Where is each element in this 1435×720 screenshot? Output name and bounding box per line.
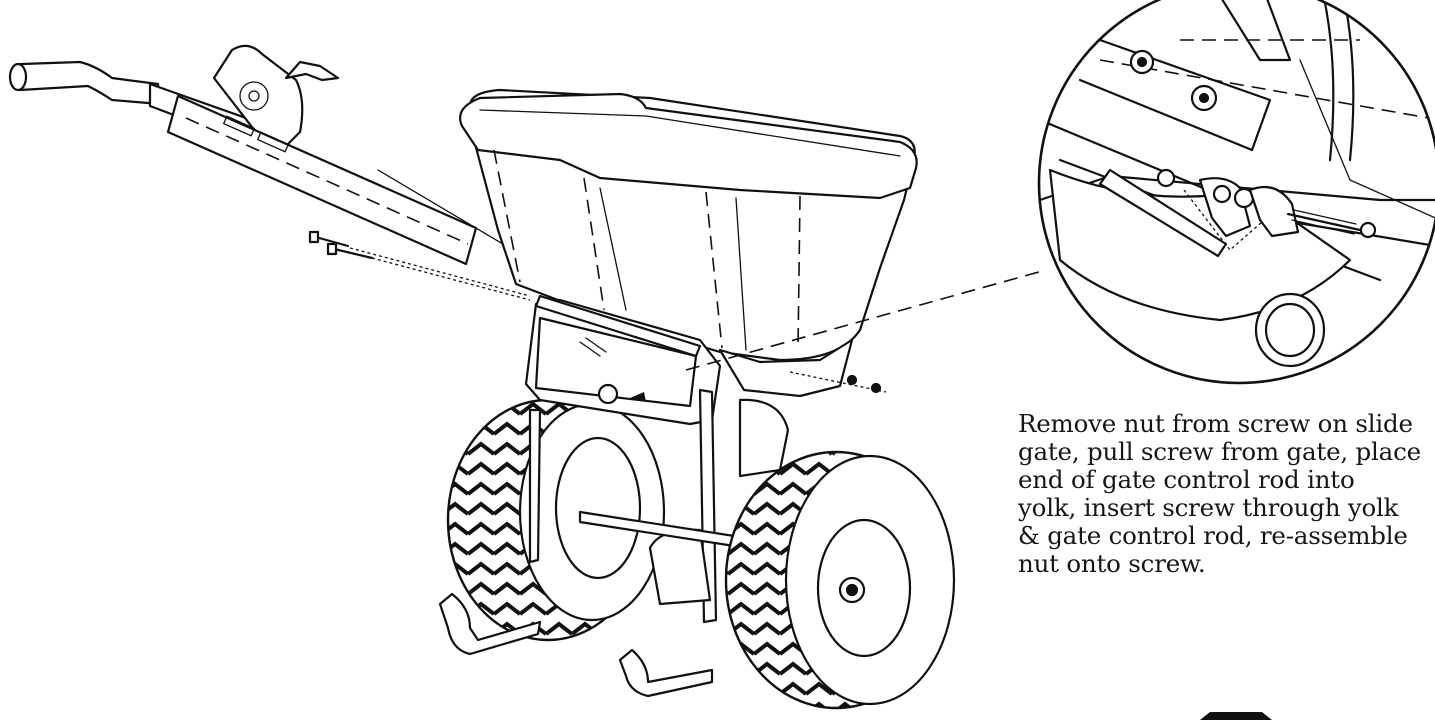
- hopper: [459, 88, 918, 398]
- instruction-line: yolk, insert screw through yolk: [1018, 493, 1399, 522]
- instruction-line: & gate control rod, re-assemble: [1018, 521, 1408, 550]
- wheel-left: [446, 398, 666, 642]
- wheel-right: [724, 450, 956, 710]
- gate-control-rod: [534, 294, 702, 358]
- nut: [846, 374, 858, 386]
- handle-assembly: [8, 44, 544, 268]
- instruction-line: gate, pull screw from gate, place: [1018, 437, 1421, 466]
- instruction-text: Remove nut from screw on slide gate, pul…: [1018, 410, 1428, 578]
- instruction-line: Remove nut from screw on slide: [1018, 409, 1413, 438]
- frame: [438, 294, 887, 698]
- screw: [308, 230, 531, 301]
- instruction-line: end of gate control rod into: [1018, 465, 1355, 494]
- instruction-line: nut onto screw.: [1018, 549, 1206, 578]
- detail-magnifier: [1037, 0, 1435, 385]
